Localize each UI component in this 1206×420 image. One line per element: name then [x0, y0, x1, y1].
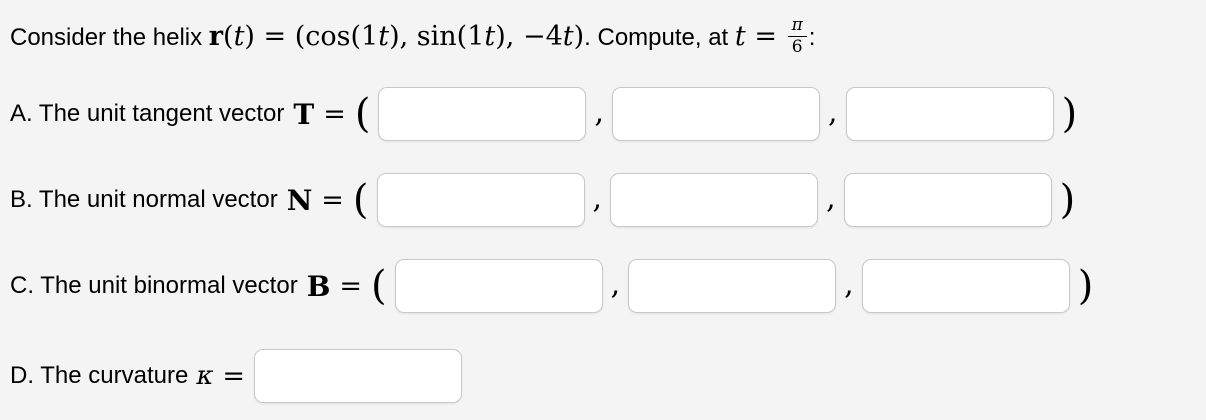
equals-sign: = [323, 98, 346, 130]
statement-text: . Compute, at [584, 24, 735, 51]
normal-component-2-input[interactable] [610, 173, 819, 227]
math-var-t: t [562, 21, 574, 52]
equals-sign: = [222, 360, 245, 392]
vector-N-symbol: N [286, 183, 313, 217]
row-label: A. The unit tangent vector [10, 100, 285, 127]
vector-B-symbol: B [306, 269, 331, 303]
vector-r-symbol: r [208, 21, 224, 52]
open-paren: ( [352, 177, 369, 223]
math-run: ( [223, 21, 234, 52]
math-run: ), sin(1 [389, 21, 485, 52]
comma-separator: , [610, 267, 621, 302]
math-var-t: t [233, 21, 245, 52]
close-paren: ) [1077, 263, 1094, 309]
tangent-component-1-input[interactable] [378, 87, 587, 141]
comma-separator: , [826, 181, 836, 216]
math-var-t: t [484, 21, 496, 52]
question-row-tangent: A. The unit tangent vector T = ( , , ) [10, 86, 1077, 142]
statement-text: Consider the helix [10, 24, 209, 51]
binormal-component-1-input[interactable] [394, 259, 603, 313]
row-label: B. The unit normal vector [10, 186, 278, 213]
vector-T-symbol: T [293, 97, 315, 131]
question-row-curvature: D. The curvature κ = [10, 348, 462, 404]
binormal-component-2-input[interactable] [628, 259, 837, 313]
statement-colon: : [808, 24, 816, 51]
row-label: C. The unit binormal vector [10, 272, 298, 299]
curvature-input[interactable] [254, 349, 462, 403]
comma-separator: , [828, 95, 838, 130]
open-paren: ( [354, 91, 371, 137]
binormal-component-3-input[interactable] [861, 259, 1070, 313]
comma-separator: , [594, 95, 605, 130]
comma-separator: , [592, 181, 603, 216]
open-paren: ( [370, 263, 387, 309]
math-var-t: t [378, 21, 390, 52]
math-run: ) = (cos(1 [244, 21, 379, 52]
row-label: D. The curvature [10, 362, 189, 389]
tangent-component-3-input[interactable] [845, 87, 1054, 141]
close-paren: ) [1059, 177, 1076, 223]
math-run: ) [573, 21, 585, 52]
question-row-normal: B. The unit normal vector N = ( , , ) [10, 172, 1075, 228]
equals-sign: = [321, 184, 344, 216]
comma-separator: , [844, 267, 854, 302]
fraction-denominator: 6 [791, 37, 803, 58]
normal-component-1-input[interactable] [376, 173, 585, 227]
fraction-numerator: π [787, 15, 807, 38]
kappa-symbol: κ [196, 361, 214, 391]
math-run: ), −4 [495, 21, 563, 52]
math-var-t: t [734, 21, 746, 52]
tangent-component-2-input[interactable] [612, 87, 821, 141]
math-run: = [745, 21, 786, 52]
normal-component-3-input[interactable] [843, 173, 1052, 227]
close-paren: ) [1061, 91, 1078, 137]
problem-statement: Consider the helix r(t) = (cos(1t), sin(… [10, 6, 1196, 69]
question-row-binormal: C. The unit binormal vector B = ( , , ) [10, 258, 1093, 314]
equals-sign: = [339, 270, 362, 302]
